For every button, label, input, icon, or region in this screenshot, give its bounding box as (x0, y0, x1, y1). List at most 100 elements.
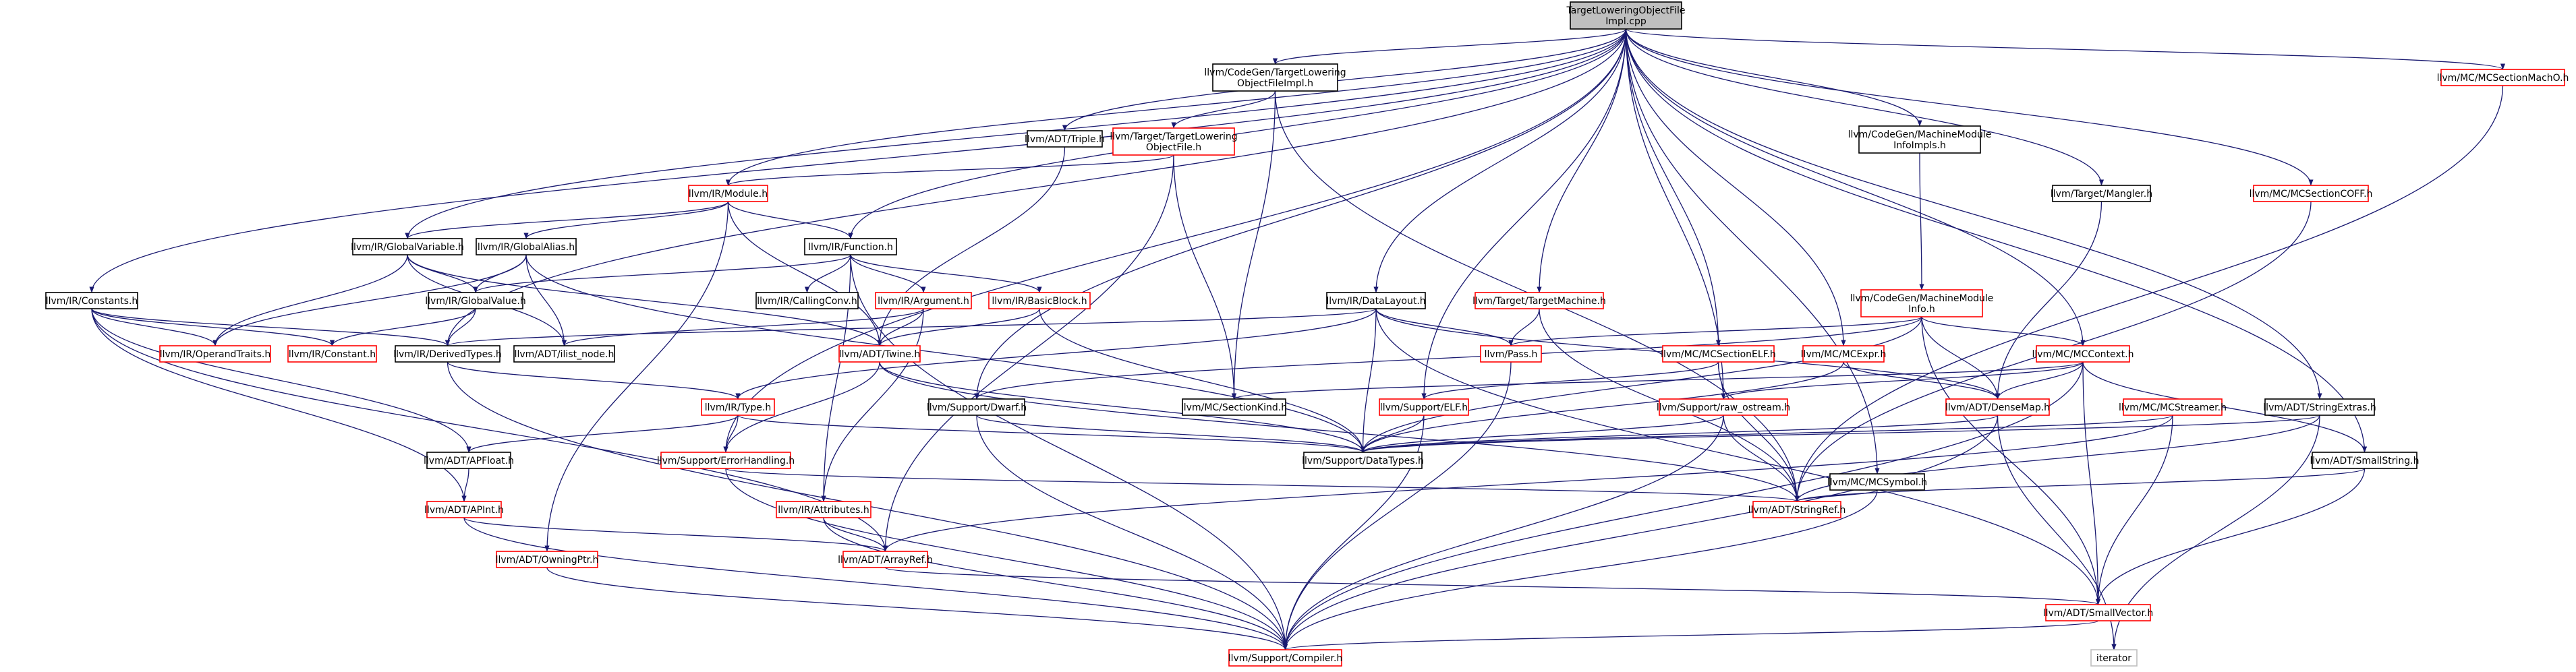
node-stringref[interactable]: llvm/ADT/StringRef.h (1748, 501, 1846, 518)
node-argument[interactable]: llvm/IR/Argument.h (875, 292, 972, 309)
edge-function-to-argument (850, 254, 926, 293)
node-mc_context[interactable]: llvm/MC/MCContext.h (2032, 345, 2134, 363)
node-constants[interactable]: llvm/IR/Constants.h (45, 292, 138, 309)
node-constant-box (287, 345, 377, 363)
file-nodes: TargetLoweringObjectFileImpl.cppllvm/Cod… (45, 1, 2569, 667)
edge-mc_streamer-to-smallvector (2095, 415, 2173, 605)
edge-owningptr-to-compiler (546, 567, 1288, 650)
edge-mc_sectionelf-to-stringref (1717, 361, 1800, 502)
node-mc_streamer[interactable]: llvm/MC/MCStreamer.h (2119, 398, 2227, 416)
node-ilist_node[interactable]: llvm/ADT/ilist_node.h (513, 345, 615, 363)
node-globalalias[interactable]: llvm/IR/GlobalAlias.h (476, 238, 577, 255)
node-module-box (688, 185, 768, 202)
node-twine[interactable]: llvm/ADT/Twine.h (838, 345, 921, 363)
edge-attributes-to-compiler (823, 517, 1288, 650)
edge-cg_mmi_h-to-dwarf (974, 316, 1922, 400)
node-operandtraits-box (159, 345, 271, 363)
node-t_tlof-label: llvm/Target/TargetLowering (1110, 131, 1237, 142)
node-mc_sectionelf-box (1662, 345, 1775, 363)
node-raw_ostream[interactable]: llvm/Support/raw_ostream.h (1657, 398, 1790, 416)
node-smallvector[interactable]: llvm/ADT/SmallVector.h (2043, 604, 2154, 621)
node-densemap[interactable]: llvm/ADT/DenseMap.h (1945, 398, 2050, 416)
node-type[interactable]: llvm/IR/Type.h (701, 398, 775, 416)
node-datatypes[interactable]: llvm/Support/DataTypes.h (1302, 452, 1424, 469)
node-triple[interactable]: llvm/ADT/Triple.h (1025, 130, 1105, 148)
node-dwarf-label: llvm/Support/Dwarf.h (927, 402, 1027, 413)
node-dwarf[interactable]: llvm/Support/Dwarf.h (927, 398, 1027, 416)
node-mc_macho[interactable]: llvm/MC/MCSectionMachO.h (2437, 69, 2569, 86)
edge-smallvector-to-compiler (1283, 620, 2099, 650)
node-globalvariable-box (352, 238, 463, 255)
edge-constants-to-apint (91, 308, 467, 502)
node-type-label: llvm/IR/Type.h (705, 402, 771, 413)
node-iterator-label: iterator (2096, 653, 2131, 664)
edge-cg_mmi_h-to-datatypes (1360, 316, 1922, 453)
node-globalvalue[interactable]: llvm/IR/GlobalValue.h (425, 292, 526, 309)
node-iterator: iterator (2090, 649, 2138, 667)
node-errorhandling[interactable]: llvm/Support/ErrorHandling.h (657, 452, 795, 469)
node-constant-label: llvm/IR/Constant.h (289, 349, 376, 360)
node-mangler[interactable]: llvm/Target/Mangler.h (2051, 185, 2152, 202)
node-t_tlof[interactable]: llvm/Target/TargetLoweringObjectFile.h (1110, 127, 1238, 156)
node-mc_sectionkind[interactable]: llvm/MC/SectionKind.h (1181, 398, 1287, 416)
edge-mc_expr-to-datatypes (1361, 361, 1844, 453)
node-attributes-label: llvm/IR/Attributes.h (778, 505, 869, 516)
node-function[interactable]: llvm/IR/Function.h (804, 238, 897, 255)
node-smallstring[interactable]: llvm/ADT/SmallString.h (2310, 452, 2420, 469)
node-root-label: TargetLoweringObjectFile (1566, 5, 1686, 16)
edge-basicblock-to-twine (877, 308, 1040, 346)
node-owningptr-label: llvm/ADT/OwningPtr.h (496, 555, 599, 566)
node-apfloat[interactable]: llvm/ADT/APFloat.h (424, 452, 514, 469)
edge-type-to-errorhandling (723, 415, 739, 453)
node-support_elf-box (1379, 398, 1469, 416)
edge-densemap-to-datatypes (1361, 415, 1999, 453)
node-datalayout[interactable]: llvm/IR/DataLayout.h (1326, 292, 1426, 309)
node-datalayout-box (1326, 292, 1426, 309)
edge-datalayout-to-smallvector (1375, 308, 2101, 605)
edge-dwarf-to-datatypes (976, 415, 1365, 453)
edge-stringextras-to-datatypes (1361, 415, 2320, 453)
node-derivedtypes-label: llvm/IR/DerivedTypes.h (393, 349, 502, 360)
node-mc_symbol[interactable]: llvm/MC/MCSymbol.h (1827, 473, 1927, 491)
node-mc_macho-box (2440, 69, 2565, 86)
node-mc_sectionelf[interactable]: llvm/MC/MCSectionELF.h (1661, 345, 1776, 363)
node-pass[interactable]: llvm/Pass.h (1480, 345, 1542, 363)
node-apint-box (426, 501, 502, 518)
node-root-box (1570, 1, 1682, 30)
edge-cg_tlof-to-t_tlof (1171, 90, 1276, 129)
node-support_elf[interactable]: llvm/Support/ELF.h (1379, 398, 1469, 416)
node-callingconv[interactable]: llvm/IR/CallingConv.h (755, 292, 859, 309)
edge-argument-to-attributes (821, 308, 924, 502)
node-targetmachine[interactable]: llvm/Target/TargetMachine.h (1472, 292, 1606, 309)
node-module[interactable]: llvm/IR/Module.h (688, 185, 768, 202)
node-mc_expr[interactable]: llvm/MC/MCExpr.h (1801, 345, 1887, 363)
edge-twine-to-datatypes (879, 361, 1365, 453)
node-owningptr[interactable]: llvm/ADT/OwningPtr.h (496, 551, 599, 568)
node-apint[interactable]: llvm/ADT/APInt.h (424, 501, 504, 518)
edge-raw_ostream-to-compiler (1282, 415, 1724, 650)
edge-root-to-smallstring (1625, 28, 2368, 453)
edge-root-to-mc_macho (1625, 28, 2505, 70)
node-stringextras[interactable]: llvm/ADT/StringExtras.h (2263, 398, 2376, 416)
edge-mc_context-to-densemap (1995, 361, 2084, 400)
node-globalvariable[interactable]: llvm/IR/GlobalVariable.h (351, 238, 464, 255)
node-constant[interactable]: llvm/IR/Constant.h (287, 345, 377, 363)
node-owningptr-box (496, 551, 598, 568)
node-arrayref[interactable]: llvm/ADT/ArrayRef.h (838, 551, 933, 568)
node-mc_coff[interactable]: llvm/MC/MCSectionCOFF.h (2250, 185, 2373, 202)
node-datatypes-label: llvm/Support/DataTypes.h (1302, 456, 1424, 466)
node-constants-box (45, 292, 138, 309)
node-cg_tlof[interactable]: llvm/CodeGen/TargetLoweringObjectFileImp… (1204, 63, 1346, 92)
edge-mc_context-to-smallstring (2082, 361, 2368, 453)
node-operandtraits[interactable]: llvm/IR/OperandTraits.h (159, 345, 271, 363)
node-derivedtypes[interactable]: llvm/IR/DerivedTypes.h (393, 345, 502, 363)
node-operandtraits-label: llvm/IR/OperandTraits.h (160, 349, 270, 360)
node-attributes[interactable]: llvm/IR/Attributes.h (776, 501, 871, 518)
node-ilist_node-box (513, 345, 615, 363)
node-compiler[interactable]: llvm/Support/Compiler.h (1228, 649, 1343, 667)
node-datalayout-label: llvm/IR/DataLayout.h (1326, 296, 1425, 307)
edge-dwarf-to-compiler (976, 415, 1288, 650)
node-basicblock[interactable]: llvm/IR/BasicBlock.h (988, 292, 1091, 309)
